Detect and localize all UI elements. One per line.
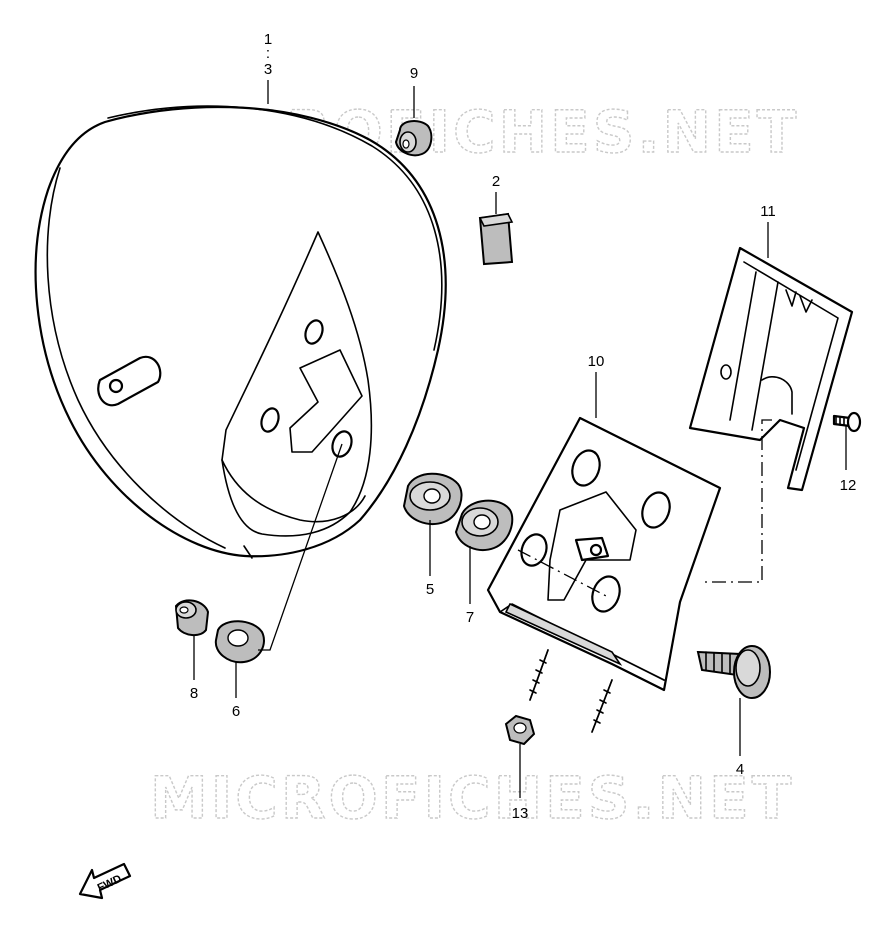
callout-7: 7: [466, 609, 474, 626]
callout-12: 12: [840, 477, 857, 494]
fwd-arrow-icon: FWD: [78, 862, 132, 900]
callout-6: 6: [232, 703, 240, 720]
callout-range-dots: :: [266, 45, 270, 62]
callout-8: 8: [190, 685, 198, 702]
callout-4: 4: [736, 761, 744, 778]
callout-2: 2: [492, 173, 500, 190]
callout-10: 10: [588, 353, 605, 370]
screw-12: [832, 411, 862, 433]
grommet-9: [394, 120, 433, 157]
grommet-5: [402, 472, 463, 525]
callout-3: 3: [264, 61, 272, 78]
callout-9: 9: [410, 65, 418, 82]
callout-11: 11: [760, 203, 776, 220]
callout-numbers: 1 : 3 9 2 11 10 12 5 7 8 6 4 13: [190, 31, 857, 822]
cushion-2: [478, 212, 514, 266]
collar-8: [174, 599, 210, 636]
nut-13: [504, 714, 536, 746]
watermark-bottom: MICROFICHES.NET: [150, 764, 794, 832]
leader-lines: [193, 80, 847, 798]
bolt-4: [696, 645, 771, 699]
washer-6: [214, 620, 265, 664]
bracket-10: [486, 416, 722, 733]
grommet-7: [454, 499, 514, 551]
callout-1: 1: [264, 31, 272, 48]
callout-13: 13: [512, 805, 529, 822]
cover-11: [688, 246, 854, 492]
callout-5: 5: [426, 581, 434, 598]
headlamp-housing: [34, 105, 447, 559]
